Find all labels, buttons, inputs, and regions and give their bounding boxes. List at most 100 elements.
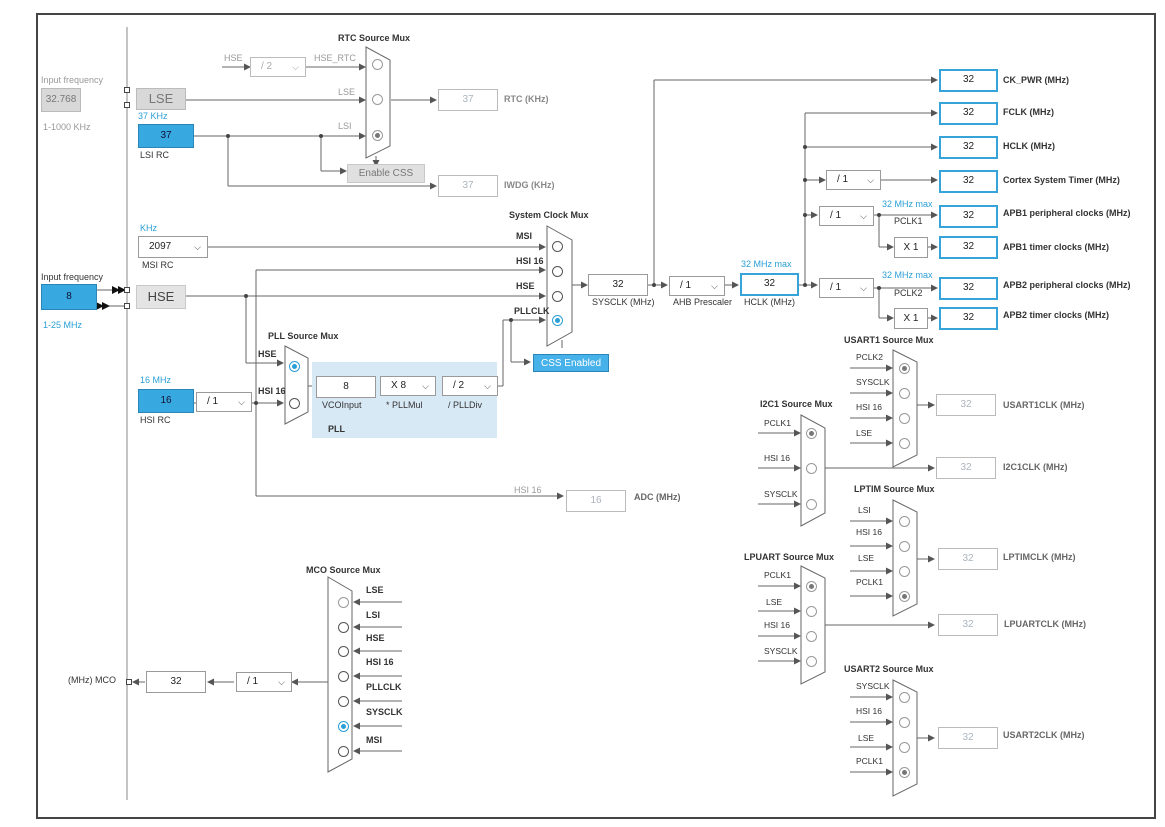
hsi-div-select[interactable]: / 1⌵: [196, 392, 252, 412]
mco-radio-2[interactable]: [338, 622, 349, 633]
sysmux-radio-hsi[interactable]: [552, 266, 563, 277]
rtc-radio-lsi[interactable]: [372, 130, 383, 141]
usart1-radio-3[interactable]: [899, 413, 910, 424]
mco-radio-5[interactable]: [338, 696, 349, 707]
lpuart-radio-4[interactable]: [806, 656, 817, 667]
lptim-in2: HSI 16: [856, 527, 882, 537]
i2c1-radio-1[interactable]: [806, 428, 817, 439]
cortex-div-select[interactable]: / 1⌵: [826, 170, 881, 190]
usart1-mux-title: USART1 Source Mux: [844, 335, 934, 345]
lpuart-value[interactable]: 32: [938, 614, 998, 636]
cortex-value[interactable]: 32: [939, 170, 998, 193]
rtc-lse-in: LSE: [338, 87, 356, 97]
mco-radio-6[interactable]: [338, 721, 349, 732]
apb1-timer-value[interactable]: 32: [939, 236, 998, 259]
rtc-radio-hse[interactable]: [372, 59, 383, 70]
usart2-radio-3[interactable]: [899, 742, 910, 753]
usart1-radio-4[interactable]: [899, 438, 910, 449]
lptim-value[interactable]: 32: [938, 548, 998, 570]
mco-radio-1[interactable]: [338, 597, 349, 608]
lsi-freq: 37 KHz: [138, 111, 168, 121]
usart1-label: USART1CLK (MHz): [1003, 400, 1085, 410]
rtc-div-select[interactable]: / 2⌵: [250, 57, 306, 77]
usart2-radio-1[interactable]: [899, 692, 910, 703]
msi-select[interactable]: 2097⌵: [138, 236, 208, 258]
rtc-value[interactable]: 37: [438, 89, 498, 111]
i2c1-value[interactable]: 32: [936, 457, 996, 479]
usart1-value[interactable]: 32: [936, 394, 996, 416]
hse-freq-input[interactable]: 8: [41, 284, 97, 310]
i2c1-in1: PCLK1: [764, 418, 791, 428]
usart1-radio-2[interactable]: [899, 388, 910, 399]
mco-div-select[interactable]: / 1⌵: [236, 672, 292, 692]
iwdg-label: IWDG (KHz): [504, 180, 555, 190]
hclk-label: HCLK (MHz): [744, 297, 795, 307]
mco-radio-4[interactable]: [338, 671, 349, 682]
hclk-max: 32 MHz max: [741, 259, 792, 269]
lpuart-radio-1[interactable]: [806, 581, 817, 592]
lse-freq-input[interactable]: 32.768: [41, 88, 81, 112]
lse-box[interactable]: LSE: [136, 88, 186, 110]
usart2-mux-title: USART2 Source Mux: [844, 664, 934, 674]
hse-freq-label: Input frequency: [41, 272, 104, 282]
ck-pwr-value[interactable]: 32: [939, 69, 998, 92]
usart2-radio-4[interactable]: [899, 767, 910, 778]
mco-radio-3[interactable]: [338, 646, 349, 657]
lse-range: 1-1000 KHz: [43, 122, 91, 132]
apb1-div-select[interactable]: / 1⌵: [819, 206, 874, 226]
pll-mux-title: PLL Source Mux: [268, 331, 339, 341]
css-enabled-button[interactable]: CSS Enabled: [533, 354, 609, 372]
apb1-max: 32 MHz max: [882, 199, 933, 209]
i2c1-label: I2C1CLK (MHz): [1003, 462, 1068, 472]
pll-radio-hsi[interactable]: [289, 398, 300, 409]
apb1-value[interactable]: 32: [939, 205, 998, 228]
lpuart-radio-2[interactable]: [806, 606, 817, 617]
ahb-prescaler-select[interactable]: / 1⌵: [669, 276, 725, 296]
i2c1-radio-3[interactable]: [806, 499, 817, 510]
fclk-value[interactable]: 32: [939, 102, 998, 125]
mco-in4: HSI 16: [366, 657, 394, 667]
sysmux-in-msi: MSI: [516, 231, 533, 241]
sysmux-radio-pll[interactable]: [552, 315, 563, 326]
vco-input-label: VCOInput: [322, 400, 362, 410]
adc-value[interactable]: 16: [566, 490, 626, 512]
sysmux-radio-msi[interactable]: [552, 241, 563, 252]
lptim-radio-1[interactable]: [899, 516, 910, 527]
hclk-value[interactable]: 32: [740, 273, 799, 296]
pll-radio-hse[interactable]: [289, 361, 300, 372]
lsi-value[interactable]: 37: [138, 124, 194, 148]
hse-range: 1-25 MHz: [43, 320, 83, 330]
lpuart-in1: PCLK1: [764, 570, 791, 580]
sysmux-radio-hse[interactable]: [552, 291, 563, 302]
usart2-in3: LSE: [858, 733, 875, 743]
mco-label: (MHz) MCO: [68, 675, 116, 685]
usart2-radio-2[interactable]: [899, 717, 910, 728]
lptim-radio-4[interactable]: [899, 591, 910, 602]
mco-value[interactable]: 32: [146, 671, 206, 693]
rtc-label: RTC (KHz): [504, 94, 549, 104]
usart2-value[interactable]: 32: [938, 727, 998, 749]
rtc-radio-lse[interactable]: [372, 94, 383, 105]
hsi-freq: 16 MHz: [140, 375, 172, 385]
mco-radio-7[interactable]: [338, 746, 349, 757]
hse-box[interactable]: HSE: [136, 285, 186, 309]
vco-input-value[interactable]: 8: [316, 376, 376, 398]
i2c1-radio-2[interactable]: [806, 463, 817, 474]
system-mux-title: System Clock Mux: [509, 210, 589, 220]
usart1-radio-1[interactable]: [899, 363, 910, 374]
lpuart-mux-title: LPUART Source Mux: [744, 552, 835, 562]
lptim-radio-2[interactable]: [899, 541, 910, 552]
pll-mul-select[interactable]: X 8⌵: [380, 376, 436, 396]
sysclk-value[interactable]: 32: [588, 274, 648, 296]
apb2-div-select[interactable]: / 1⌵: [819, 278, 874, 298]
hclk-out-label: HCLK (MHz): [1003, 141, 1055, 151]
apb2-timer-value[interactable]: 32: [939, 307, 998, 330]
hsi-value[interactable]: 16: [138, 389, 194, 413]
apb2-value[interactable]: 32: [939, 277, 998, 300]
enable-css-button[interactable]: Enable CSS: [347, 164, 425, 183]
lptim-radio-3[interactable]: [899, 566, 910, 577]
iwdg-value[interactable]: 37: [438, 175, 498, 197]
hclk-out-value[interactable]: 32: [939, 136, 998, 159]
lpuart-radio-3[interactable]: [806, 631, 817, 642]
pll-div-select[interactable]: / 2⌵: [442, 376, 498, 396]
